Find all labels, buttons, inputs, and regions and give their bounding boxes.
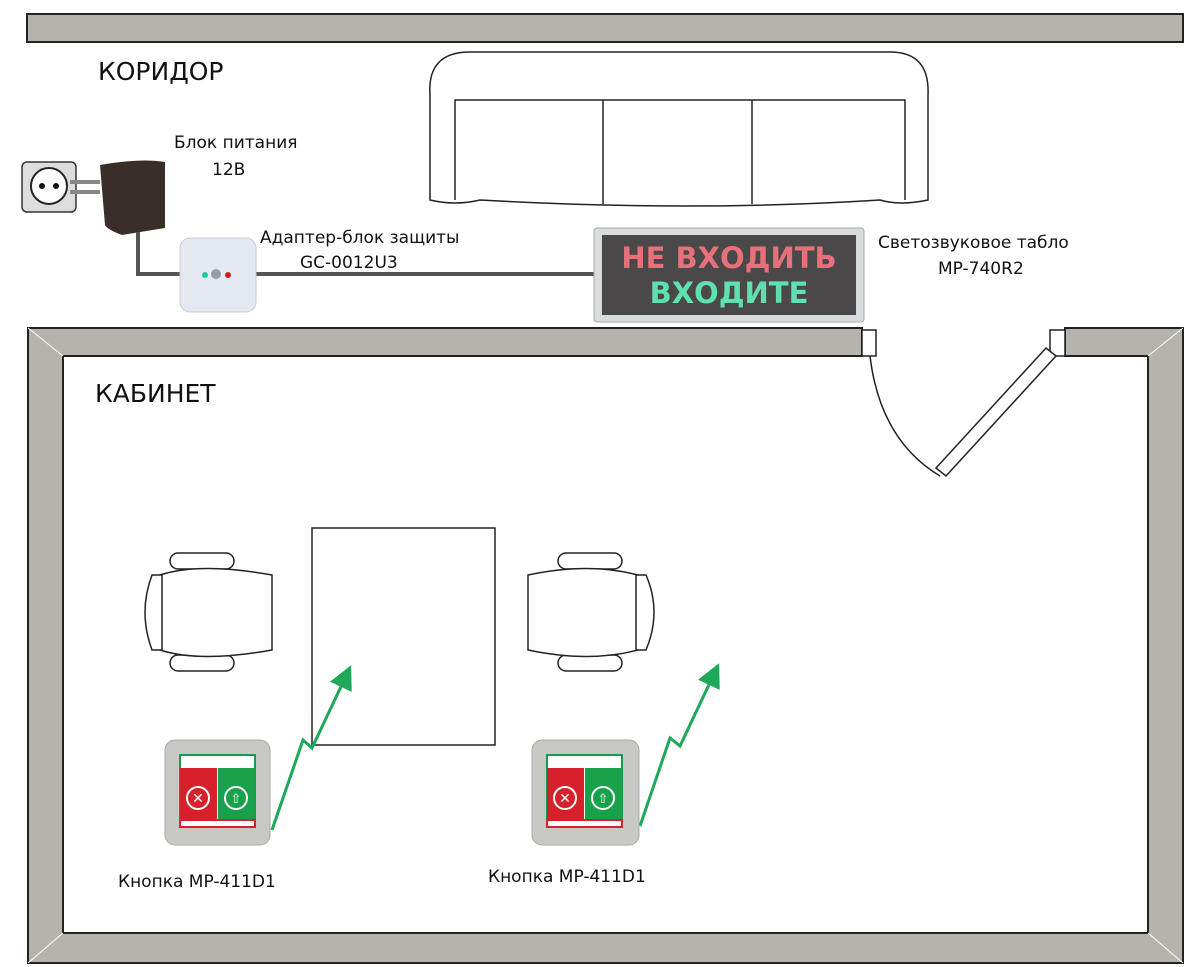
cable: [136, 232, 182, 276]
svg-text:✕: ✕: [192, 791, 204, 807]
wireless-button-device: ✕ ⇧: [164, 739, 271, 846]
light-sound-display: НЕ ВХОДИТЬ ВХОДИТЕ: [593, 227, 865, 323]
adapter-label-line2: GC-0012U3: [300, 253, 398, 273]
sofa: [429, 51, 929, 207]
power-socket-icon: [21, 161, 77, 213]
display-label-line1: Светозвуковое табло: [878, 233, 1069, 253]
svg-text:⇧: ⇧: [231, 792, 242, 807]
adapter-icon: [179, 237, 257, 313]
display-label-line2: MP-740R2: [938, 259, 1024, 279]
power-supply-label-line2: 12В: [212, 160, 245, 180]
door: [861, 329, 1066, 478]
radio-signal-arrow: [270, 665, 352, 831]
power-supply-icon: [70, 160, 165, 235]
display-text-green: ВХОДИТЕ: [650, 276, 809, 310]
chair: [527, 552, 655, 672]
corridor-wall: [26, 13, 1184, 43]
svg-text:⇧: ⇧: [598, 792, 609, 807]
display-text-red: НЕ ВХОДИТЬ: [621, 241, 836, 275]
corridor-label: КОРИДОР: [98, 57, 224, 86]
chair: [144, 552, 273, 672]
radio-signal-arrow: [638, 663, 720, 827]
power-supply-label-line1: Блок питания: [174, 133, 297, 153]
button1-label: Кнопка MP-411D1: [118, 872, 276, 892]
button2-label: Кнопка MP-411D1: [488, 867, 646, 887]
adapter-label-line1: Адаптер-блок защиты: [260, 228, 459, 248]
wireless-button-device: ✕ ⇧: [531, 739, 640, 846]
table: [311, 527, 496, 746]
office-label: КАБИНЕТ: [95, 379, 216, 408]
svg-text:✕: ✕: [559, 791, 571, 807]
